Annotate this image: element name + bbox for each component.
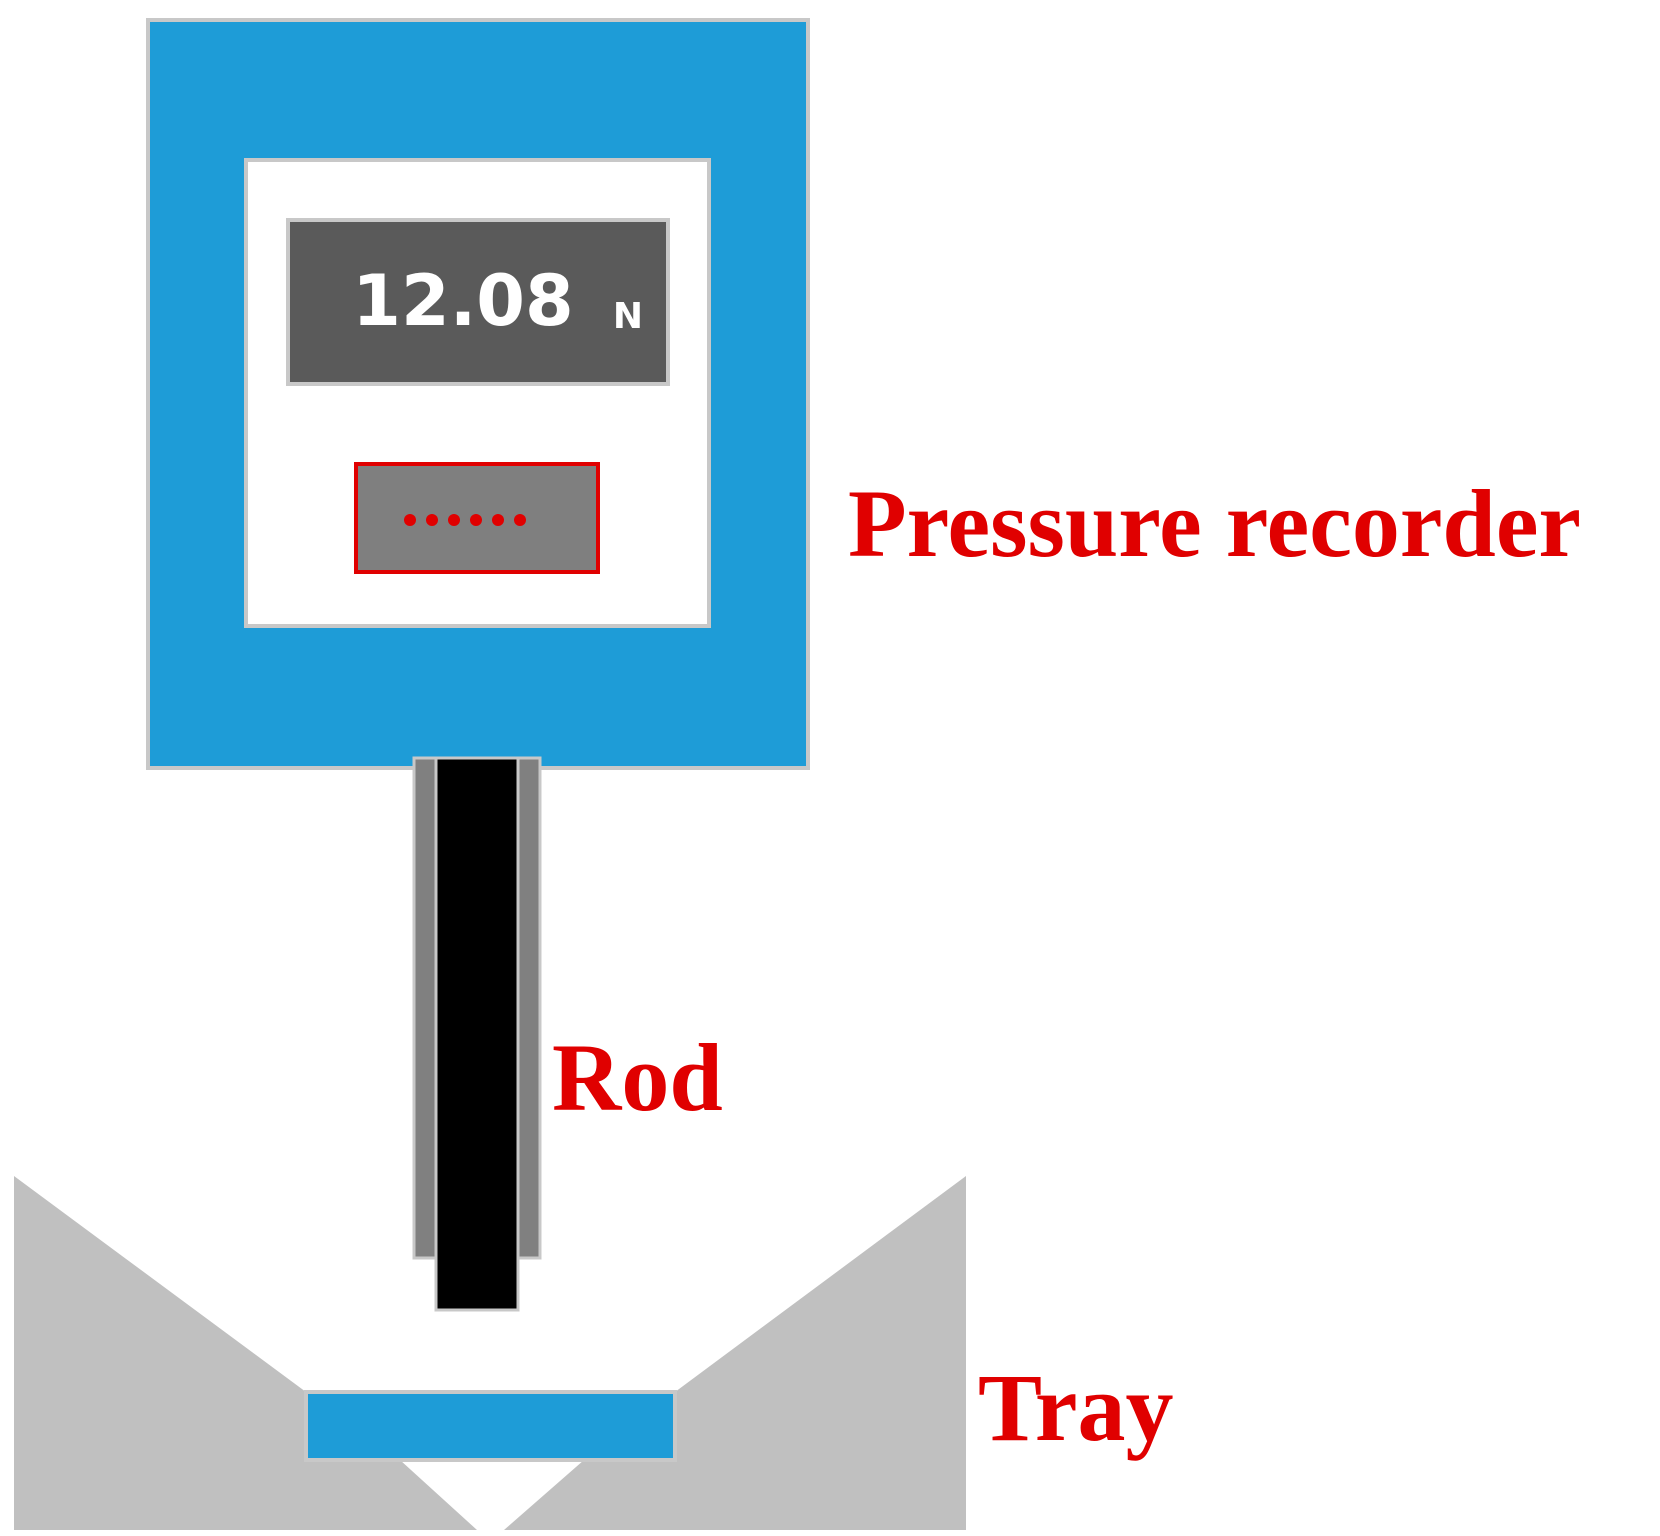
indicator-dot [470,514,482,526]
status-dots-icon [404,514,526,526]
indicator-dot [426,514,438,526]
pressure-recorder: 12.08 N [146,18,810,770]
base-right-wedge [504,1176,966,1530]
label-tray: Tray [978,1354,1174,1461]
readout-screen [286,218,670,386]
indicator-dot [448,514,460,526]
label-rod: Rod [552,1024,723,1131]
base-left-wedge [14,1176,477,1530]
indicator-dot [514,514,526,526]
indicator-dot [492,514,504,526]
rod-assembly [412,756,542,1312]
readout-unit: N [613,296,643,337]
indicator-dot [404,514,416,526]
readout-value: 12.08 [352,260,573,342]
label-pressure-recorder: Pressure recorder [848,470,1581,577]
tray-assembly [14,1176,966,1530]
indicator-window [354,462,600,574]
digital-readout: 12.08 N [286,218,670,386]
rod [434,756,520,1312]
tray [304,1390,677,1462]
